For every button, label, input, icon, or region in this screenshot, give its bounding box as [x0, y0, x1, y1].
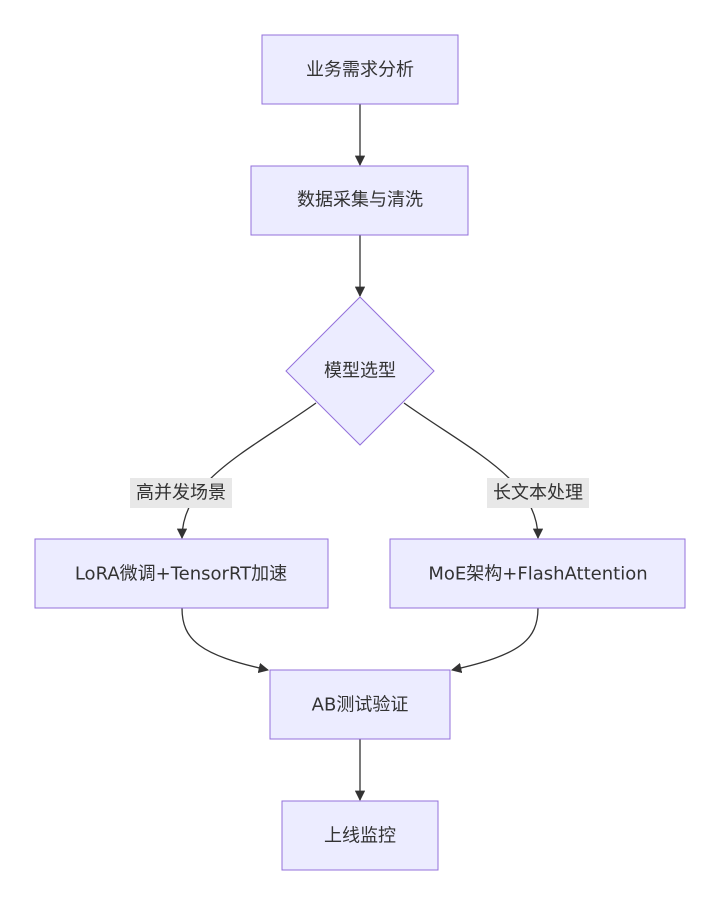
node-data-collection-cleaning: 数据采集与清洗 — [250, 165, 469, 236]
edge-model-to-moe — [403, 402, 544, 540]
edge-lora-to-ab — [181, 607, 270, 674]
edge-label-high-concurrency: 高并发场景 — [130, 478, 232, 508]
svg-text:高并发场景: 高并发场景 — [136, 483, 226, 504]
edge-label-long-text: 长文本处理 — [487, 478, 589, 508]
edge-model-to-lora — [176, 402, 317, 540]
svg-text:长文本处理: 长文本处理 — [493, 483, 583, 504]
svg-text:上线监控: 上线监控 — [324, 826, 396, 847]
svg-text:业务需求分析: 业务需求分析 — [306, 60, 414, 81]
node-moe-flashattention: MoE架构+FlashAttention — [389, 538, 686, 609]
node-lora-tensorrt: LoRA微调+TensorRT加速 — [34, 538, 329, 609]
node-ab-test: AB测试验证 — [269, 669, 451, 740]
edge-moe-to-ab — [450, 607, 539, 674]
node-model-selection-decision: 模型选型 — [285, 296, 435, 446]
node-online-monitoring: 上线监控 — [281, 800, 439, 871]
svg-text:AB测试验证: AB测试验证 — [312, 695, 409, 716]
svg-text:数据采集与清洗: 数据采集与清洗 — [297, 190, 423, 211]
svg-text:MoE架构+FlashAttention: MoE架构+FlashAttention — [428, 564, 647, 585]
svg-text:模型选型: 模型选型 — [324, 361, 396, 382]
node-requirements-analysis: 业务需求分析 — [261, 34, 459, 105]
svg-text:LoRA微调+TensorRT加速: LoRA微调+TensorRT加速 — [75, 564, 287, 585]
